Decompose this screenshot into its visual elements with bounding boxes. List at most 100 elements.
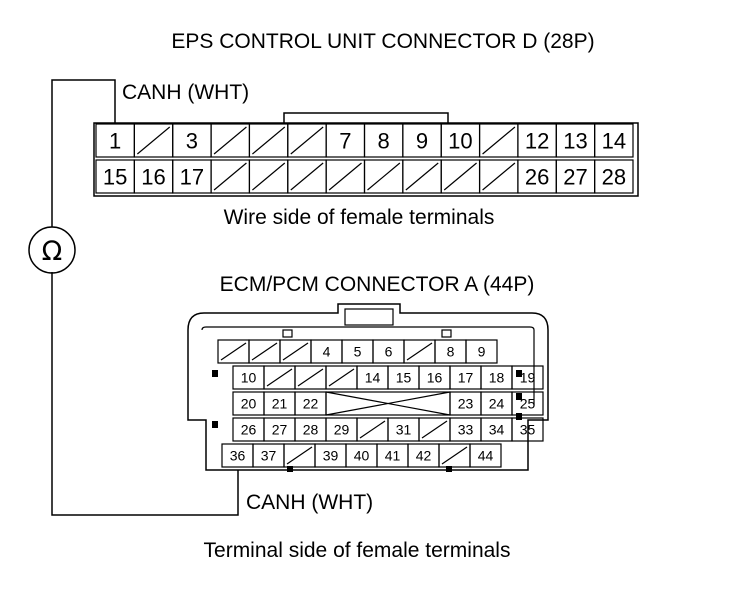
terminal-cell-border [469, 443, 502, 468]
terminal-number: 12 [525, 128, 549, 153]
terminal-cell-unused [438, 443, 471, 468]
terminal-cell-unused [263, 365, 296, 390]
terminal-number: 27 [563, 164, 587, 189]
unused-terminal-slash [482, 162, 516, 191]
terminal-cell: 9 [465, 339, 498, 364]
terminal-cell: 16 [418, 365, 451, 390]
unused-terminal-slash [359, 420, 386, 439]
terminal-number: 9 [478, 344, 486, 360]
terminal-cell-unused [440, 159, 481, 194]
unused-terminal-slash [251, 342, 278, 361]
ecm-latch-mark [212, 370, 218, 377]
unused-terminal-slash [405, 162, 439, 191]
terminal-cell: 22 [294, 391, 327, 416]
terminal-number: 17 [180, 164, 204, 189]
eps-connector-lock-tab [283, 112, 449, 123]
terminal-cell: 17 [172, 159, 212, 194]
terminal-cell: 12 [517, 123, 557, 158]
terminal-cell: 21 [263, 391, 296, 416]
terminal-cell-unused [403, 339, 436, 364]
terminal-number: 26 [241, 422, 257, 438]
unused-terminal-slash [367, 162, 401, 191]
terminal-number: 16 [427, 370, 443, 386]
terminal-cell-border [465, 339, 498, 364]
ecm-latch-mark [516, 370, 522, 377]
terminal-cell: 27 [555, 159, 596, 194]
terminal-cell-unused [325, 365, 358, 390]
terminal-cell: 6 [372, 339, 405, 364]
terminal-cell: 25 [511, 391, 544, 416]
terminal-cell: 7 [325, 123, 366, 158]
terminal-cell: 14 [356, 365, 389, 390]
ecm-latch-mark [287, 466, 293, 472]
ecm-latch-mark [446, 466, 452, 472]
terminal-number: 13 [563, 128, 587, 153]
unused-terminal-slash [290, 126, 324, 155]
terminal-cell: 42 [407, 443, 440, 468]
terminal-cell: 16 [133, 159, 174, 194]
terminal-cell: 27 [263, 417, 296, 442]
ecm-connector-inner-shell [201, 326, 535, 405]
terminal-number: 17 [458, 370, 474, 386]
unused-terminal-slash [441, 446, 468, 465]
terminal-cell-border [594, 123, 634, 158]
ohmmeter-icon [28, 226, 76, 274]
terminal-cell: 1 [95, 123, 135, 158]
terminal-cell-unused [248, 123, 289, 158]
terminal-cell-unused [478, 159, 519, 194]
unused-terminal-slash [328, 162, 362, 191]
terminal-cell: 19 [511, 365, 544, 390]
terminal-cell: 10 [232, 365, 265, 390]
eps-probe-label: CANH (WHT) [122, 81, 249, 104]
terminal-cell-unused [279, 339, 312, 364]
terminal-cell: 17 [449, 365, 482, 390]
terminal-number: 31 [396, 422, 412, 438]
terminal-cell: 26 [517, 159, 557, 194]
terminal-cell: 10 [440, 123, 481, 158]
terminal-number: 21 [272, 396, 288, 412]
terminal-cell-unused [418, 417, 451, 442]
terminal-cell-unused [283, 443, 316, 468]
terminal-cell: 31 [387, 417, 420, 442]
terminal-cell: 37 [252, 443, 285, 468]
eps-connector-housing [93, 122, 639, 197]
unused-terminal-slash [252, 126, 286, 155]
ecm-connector-key [344, 308, 394, 326]
ecm-latch-mark [516, 413, 522, 420]
terminal-number: 7 [339, 128, 351, 153]
terminal-cell-unused [363, 159, 404, 194]
terminal-number: 44 [478, 448, 494, 464]
terminal-number: 10 [241, 370, 257, 386]
ecm-connector-outer-shell [187, 303, 549, 471]
terminal-number: 15 [396, 370, 412, 386]
terminal-cell-unused [217, 339, 250, 364]
ecm-probe-label: CANH (WHT) [246, 491, 373, 514]
ecm-connector-rib-left [282, 329, 293, 338]
terminal-number: 19 [520, 370, 536, 386]
terminal-cell: 34 [480, 417, 513, 442]
terminal-number: 20 [241, 396, 257, 412]
terminal-number: 14 [365, 370, 381, 386]
terminal-number: 40 [354, 448, 370, 464]
terminal-number: 15 [103, 164, 127, 189]
probe-lead-upper [51, 79, 116, 227]
ohmmeter-circuit: Ω [28, 79, 239, 516]
terminal-number: 29 [334, 422, 350, 438]
terminal-number: 5 [354, 344, 362, 360]
ecm-connector-title: ECM/PCM CONNECTOR A (44P) [220, 273, 535, 296]
unused-terminal-slash [286, 446, 313, 465]
terminal-number: 33 [458, 422, 474, 438]
terminal-cell: 8 [363, 123, 404, 158]
ecm-latch-mark [516, 393, 522, 400]
terminal-cell-unused [210, 123, 251, 158]
terminal-cell: 13 [555, 123, 596, 158]
terminal-cell: 20 [232, 391, 265, 416]
unused-terminal-slash [213, 162, 247, 191]
terminal-number: 8 [378, 128, 390, 153]
terminal-number: 16 [141, 164, 165, 189]
terminal-cell: 44 [469, 443, 502, 468]
terminal-number: 26 [525, 164, 549, 189]
